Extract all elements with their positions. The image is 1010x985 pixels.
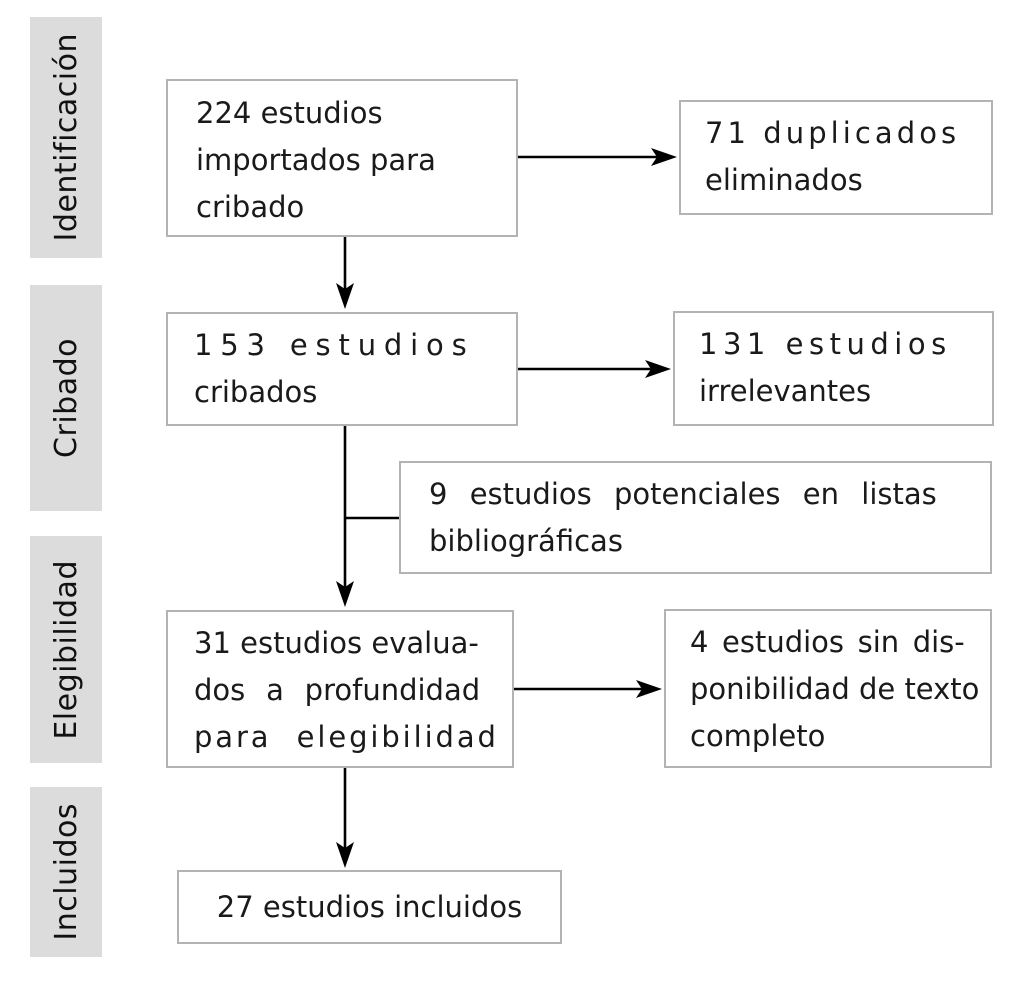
box-reference-list-studies: 9 estudios potenciales en listas bibliog… xyxy=(399,461,992,574)
stage-label: Identificación xyxy=(48,33,84,242)
stage-label: Incluidos xyxy=(48,803,84,941)
box-assessed-eligibility: 31 estudios evalua- dos a profundidad pa… xyxy=(166,610,514,768)
box-included-studies: 27 estudios incluidos xyxy=(177,870,562,944)
stage-band-cribado: Cribado xyxy=(30,285,102,511)
box-text-line: irrelevantes xyxy=(699,374,872,408)
arrow-assessed-to-included xyxy=(336,768,354,868)
arrow-assessed-to-nofulltext xyxy=(514,680,662,698)
box-imported-studies: 224 estudios importados para cribado xyxy=(166,79,518,237)
box-text-line: dos a profundidad xyxy=(194,673,481,707)
box-text-line: 4 estudios sin dis- xyxy=(690,625,965,659)
arrow-imported-to-screened xyxy=(336,237,354,309)
box-text-line: eliminados xyxy=(705,163,863,197)
box-text-line: 9 estudios potenciales en listas xyxy=(429,477,937,511)
box-duplicates-removed: 71 duplicados eliminados xyxy=(679,100,993,215)
box-text-line: ponibilidad de texto xyxy=(690,672,980,706)
arrow-screened-to-assessed xyxy=(336,426,354,607)
box-text-line: cribados xyxy=(194,375,318,409)
box-studies-screened: 153 estudios cribados xyxy=(166,312,518,426)
box-no-fulltext: 4 estudios sin dis- ponibilidad de texto… xyxy=(664,609,992,768)
box-text-line: importados para xyxy=(196,143,436,177)
box-text-line: 27 estudios incluidos xyxy=(216,889,523,924)
stage-label: Elegibilidad xyxy=(48,559,84,740)
box-text-line: para elegibilidad xyxy=(194,720,499,754)
box-text-line: bibliográficas xyxy=(429,524,623,558)
box-irrelevant-studies: 131 estudios irrelevantes xyxy=(673,311,994,426)
stage-band-identificacion: Identificación xyxy=(30,17,102,258)
box-text-line: completo xyxy=(690,719,826,753)
box-text-line: 71 duplicados xyxy=(705,116,961,150)
stage-band-incluidos: Incluidos xyxy=(30,787,102,957)
box-text-line: cribado xyxy=(196,190,305,224)
arrow-imported-to-duplicates xyxy=(518,148,677,166)
stage-band-elegibilidad: Elegibilidad xyxy=(30,536,102,763)
stage-label: Cribado xyxy=(48,338,84,458)
box-text-line: 224 estudios xyxy=(196,96,383,130)
arrow-screened-to-irrelevant xyxy=(518,360,671,378)
box-text-line: 131 estudios xyxy=(699,327,952,361)
box-text-line: 31 estudios evalua- xyxy=(194,626,479,660)
box-text-line: 153 estudios xyxy=(194,328,475,362)
